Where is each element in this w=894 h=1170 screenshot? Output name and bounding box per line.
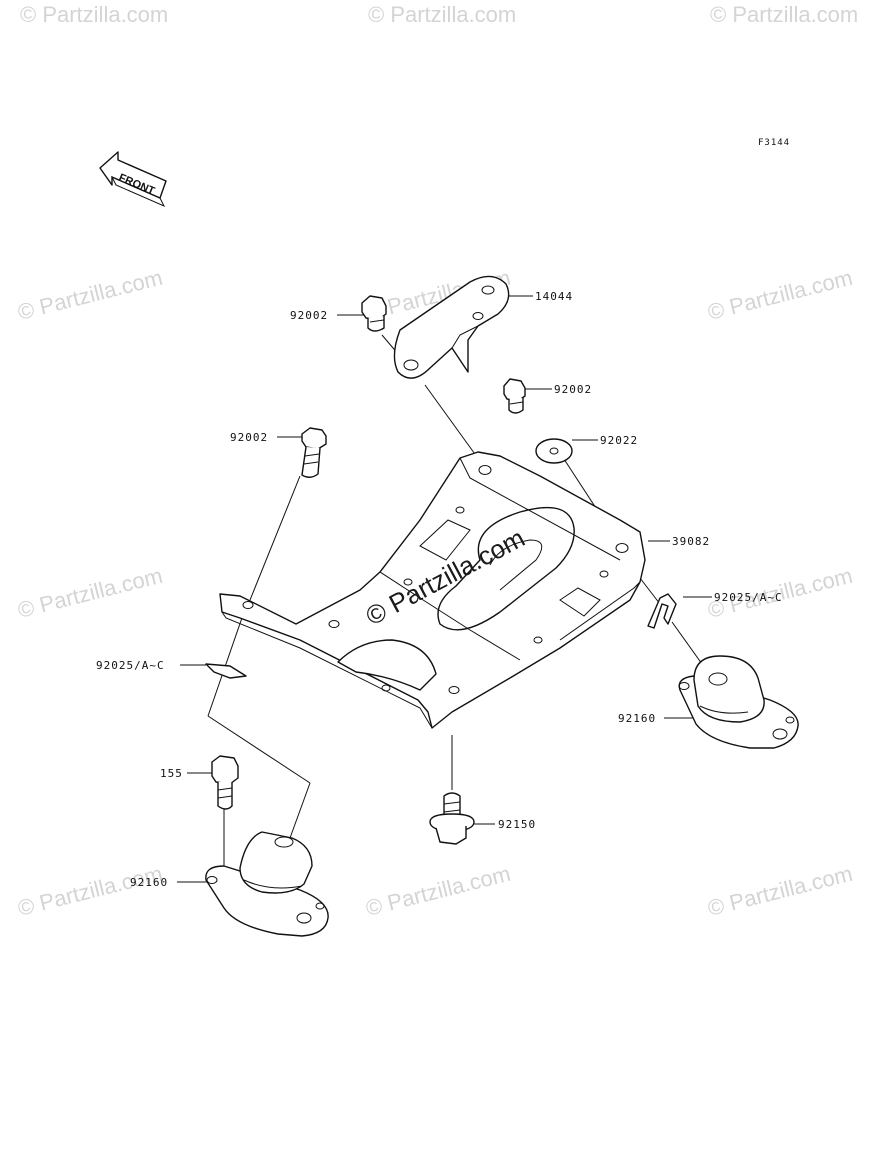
bolt-92002-left[interactable] [301, 427, 327, 478]
engine-mount-92160-right[interactable] [678, 655, 799, 749]
watermark: © Partzilla.com [15, 861, 165, 921]
watermark: © Partzilla.com [15, 563, 165, 623]
plate-39082[interactable] [219, 451, 646, 729]
label-155[interactable]: 155 [160, 767, 183, 780]
bracket-14044[interactable] [393, 275, 510, 379]
figure-code: F3144 [758, 138, 790, 148]
watermark: © Partzilla.com [710, 2, 858, 27]
watermark: © Partzilla.com [368, 2, 516, 27]
label-92025-left[interactable]: 92025/A~C [96, 659, 165, 672]
bolt-92002-mid[interactable] [503, 378, 526, 414]
label-92150[interactable]: 92150 [498, 818, 536, 831]
label-39082[interactable]: 39082 [672, 535, 710, 548]
bolt-155[interactable] [211, 755, 239, 810]
label-92160-left[interactable]: 92160 [130, 876, 168, 889]
watermark: © Partzilla.com [363, 861, 513, 921]
watermark: © Partzilla.com [20, 2, 168, 27]
label-92002-top[interactable]: 92002 [290, 309, 328, 322]
label-92002-mid[interactable]: 92002 [554, 383, 592, 396]
label-14044[interactable]: 14044 [535, 290, 573, 303]
label-92160-right[interactable]: 92160 [618, 712, 656, 725]
part-labels: 14044 92002 92002 92002 92022 39082 9202… [96, 290, 783, 889]
engine-mount-92160-left[interactable] [205, 831, 329, 937]
bolt-92150[interactable] [429, 792, 475, 845]
watermark: © Partzilla.com [15, 265, 165, 325]
watermark: © Partzilla.com [705, 265, 855, 325]
clip-92025-right[interactable] [647, 593, 677, 629]
clip-92025-left[interactable] [205, 663, 247, 679]
washer-92022[interactable] [535, 438, 573, 464]
front-arrow-icon: FRONT [99, 151, 167, 208]
label-92025-right[interactable]: 92025/A~C [714, 591, 783, 604]
bolt-92002-top[interactable] [361, 295, 387, 332]
label-92002-left[interactable]: 92002 [230, 431, 268, 444]
watermark: © Partzilla.com [705, 861, 855, 921]
watermarks: © Partzilla.com © Partzilla.com © Partzi… [15, 2, 858, 921]
label-92022[interactable]: 92022 [600, 434, 638, 447]
